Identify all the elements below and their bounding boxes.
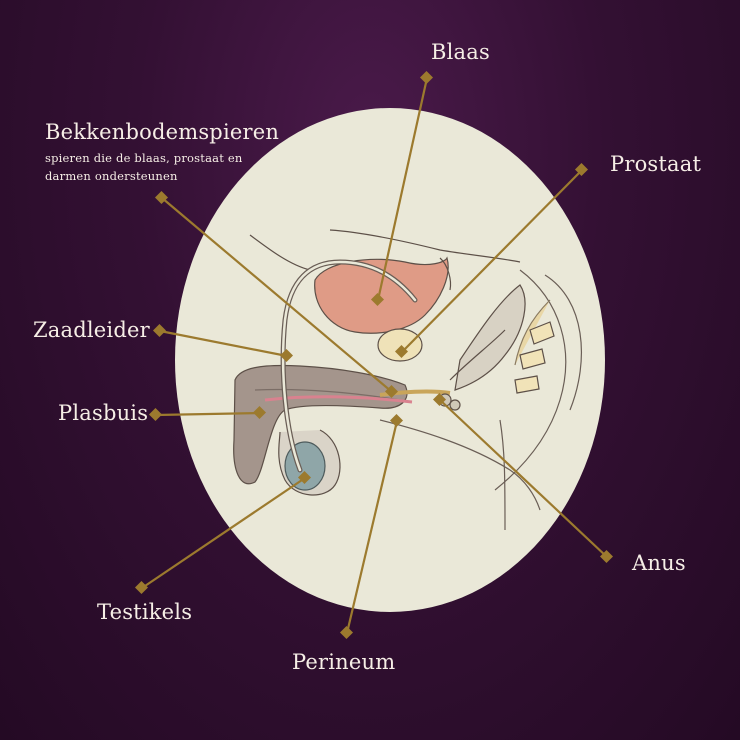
leader-zaadleider [152,323,294,363]
label-zaadleider: Zaadleider [33,318,150,342]
label-prostaat: Prostaat [610,152,702,176]
leader-plasbuis [148,405,267,422]
leader-perineum [339,413,404,640]
label-bekkenbodemspieren-description-line1: spieren die de blaas, prostaat en [45,151,243,165]
leader-prostaat [394,162,589,359]
leader-bekkenbodemspieren [154,190,399,399]
label-testikels: Testikels [97,600,193,624]
leader-anus [432,392,614,564]
label-blaas: Blaas [431,40,490,64]
pelvic-floor-muscle [379,389,451,397]
label-perineum: Perineum [292,650,396,674]
bladder [314,256,449,334]
leader-lines [134,70,614,640]
leader-blaas [370,70,434,307]
leader-testikels [134,470,312,595]
illustration-oval [175,108,605,612]
prostate [377,328,423,362]
label-plasbuis: Plasbuis [58,401,149,425]
label-bekkenbodemspieren: Bekkenbodemspieren [45,120,280,144]
label-bekkenbodemspieren-description-line2: darmen ondersteunen [45,169,178,183]
anatomy-illustration [233,229,583,531]
label-anus: Anus [632,551,686,575]
